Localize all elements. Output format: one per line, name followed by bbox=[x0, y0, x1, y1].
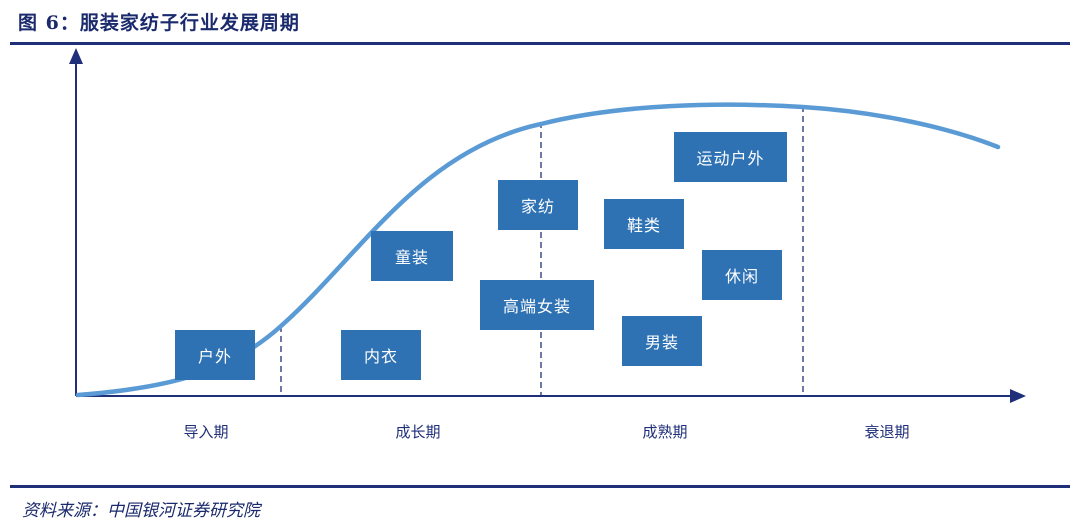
phase-label-decline: 衰退期 bbox=[864, 423, 910, 441]
category-menswear: 男装 bbox=[622, 316, 702, 366]
phase-label-introduction: 导入期 bbox=[183, 423, 229, 441]
y-axis-arrow bbox=[69, 48, 83, 64]
category-high-end-womenswear: 高端女装 bbox=[480, 280, 594, 330]
category-footwear: 鞋类 bbox=[604, 199, 684, 249]
lifecycle-diagram: 户外 内衣 童装 家纺 高端女装 鞋类 运动户外 休闲 男装 导入期 成长期 成… bbox=[69, 48, 1026, 441]
category-underwear: 内衣 bbox=[341, 330, 421, 380]
title-divider bbox=[10, 42, 1070, 45]
x-axis-arrow bbox=[1010, 389, 1026, 403]
category-kidswear: 童装 bbox=[371, 231, 453, 281]
source-divider bbox=[10, 485, 1070, 488]
category-outdoor: 户外 bbox=[175, 330, 255, 380]
category-casual: 休闲 bbox=[702, 250, 782, 300]
category-sportswear: 运动户外 bbox=[674, 132, 787, 182]
figure-title: 图 6：服装家纺子行业发展周期 bbox=[18, 12, 300, 34]
phase-label-growth: 成长期 bbox=[395, 423, 441, 441]
phase-label-maturity: 成熟期 bbox=[642, 423, 688, 441]
lifecycle-svg bbox=[69, 48, 1026, 403]
source-note: 资料来源：中国银河证券研究院 bbox=[22, 501, 260, 521]
category-home-textile: 家纺 bbox=[498, 180, 578, 230]
